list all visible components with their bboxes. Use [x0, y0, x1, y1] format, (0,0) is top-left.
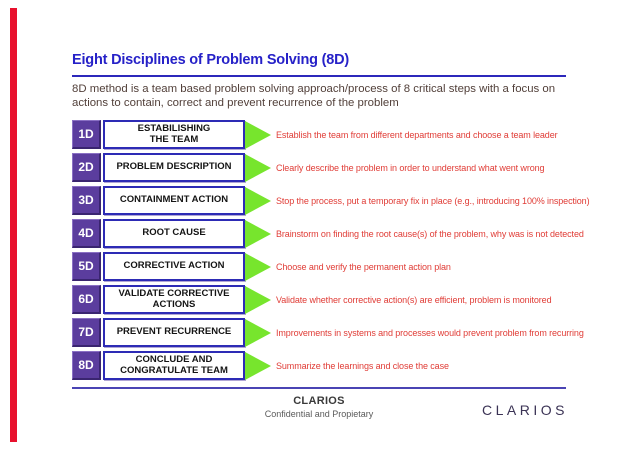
- step-row: 7D PREVENT RECURRENCE Improvements in sy…: [72, 318, 632, 347]
- step-description: Clearly describe the problem in order to…: [276, 162, 545, 173]
- arrow-right-icon: [245, 252, 271, 281]
- slide-title: Eight Disciplines of Problem Solving (8D…: [72, 52, 349, 68]
- steps-list: 1D ESTABILISHING THE TEAM Establish the …: [72, 120, 632, 384]
- arrow-right-icon: [245, 351, 271, 380]
- arrow-right-icon: [245, 318, 271, 347]
- arrow-right-icon: [245, 285, 271, 314]
- step-number-badge: 7D: [72, 318, 101, 347]
- footer-company-name: CLARIOS: [293, 395, 345, 407]
- step-number-badge: 4D: [72, 219, 101, 248]
- clarios-logo-wordmark: CLARIOS: [482, 401, 568, 418]
- step-row: 5D CORRECTIVE ACTION Choose and verify t…: [72, 252, 632, 281]
- step-row: 4D ROOT CAUSE Brainstorm on finding the …: [72, 219, 632, 248]
- step-name-box: ESTABILISHING THE TEAM: [103, 120, 245, 149]
- step-number-badge: 3D: [72, 186, 101, 215]
- step-name-box: PREVENT RECURRENCE: [103, 318, 245, 347]
- step-name-box: VALIDATE CORRECTIVE ACTIONS: [103, 285, 245, 314]
- slide-subtitle: 8D method is a team based problem solvin…: [72, 83, 556, 109]
- step-description: Establish the team from different depart…: [276, 129, 558, 140]
- step-row: 8D CONCLUDE AND CONGRATULATE TEAM Summar…: [72, 351, 632, 380]
- step-row: 1D ESTABILISHING THE TEAM Establish the …: [72, 120, 632, 149]
- step-description: Improvements in systems and processes wo…: [276, 327, 584, 338]
- step-name-box: CONCLUDE AND CONGRATULATE TEAM: [103, 351, 245, 380]
- step-row: 2D PROBLEM DESCRIPTION Clearly describe …: [72, 153, 632, 182]
- step-name-box: CORRECTIVE ACTION: [103, 252, 245, 281]
- step-description: Choose and verify the permanent action p…: [276, 261, 451, 272]
- clarios-logo: CLARIOS: [440, 397, 568, 422]
- step-number-badge: 1D: [72, 120, 101, 149]
- footer-center: CLARIOS Confidential and Propietary: [72, 395, 566, 419]
- footer-confidentiality: Confidential and Propietary: [264, 409, 374, 419]
- step-number-badge: 8D: [72, 351, 101, 380]
- step-name-box: CONTAINMENT ACTION: [103, 186, 245, 215]
- arrow-right-icon: [245, 219, 271, 248]
- step-name-box: ROOT CAUSE: [103, 219, 245, 248]
- step-number-badge: 6D: [72, 285, 101, 314]
- step-number-badge: 2D: [72, 153, 101, 182]
- arrow-right-icon: [245, 120, 271, 149]
- step-description: Validate whether corrective action(s) ar…: [276, 294, 552, 305]
- left-accent-bar: [10, 8, 17, 442]
- arrow-right-icon: [245, 153, 271, 182]
- step-description: Brainstorm on finding the root cause(s) …: [276, 228, 584, 239]
- step-name-box: PROBLEM DESCRIPTION: [103, 153, 245, 182]
- step-description: Stop the process, put a temporary fix in…: [276, 195, 590, 206]
- step-number-badge: 5D: [72, 252, 101, 281]
- step-row: 3D CONTAINMENT ACTION Stop the process, …: [72, 186, 632, 215]
- clarios-swoosh-icon: [440, 397, 476, 422]
- title-underline: [72, 75, 566, 77]
- step-row: 6D VALIDATE CORRECTIVE ACTIONS Validate …: [72, 285, 632, 314]
- arrow-right-icon: [245, 186, 271, 215]
- footer-divider: [72, 387, 566, 389]
- step-description: Summarize the learnings and close the ca…: [276, 360, 449, 371]
